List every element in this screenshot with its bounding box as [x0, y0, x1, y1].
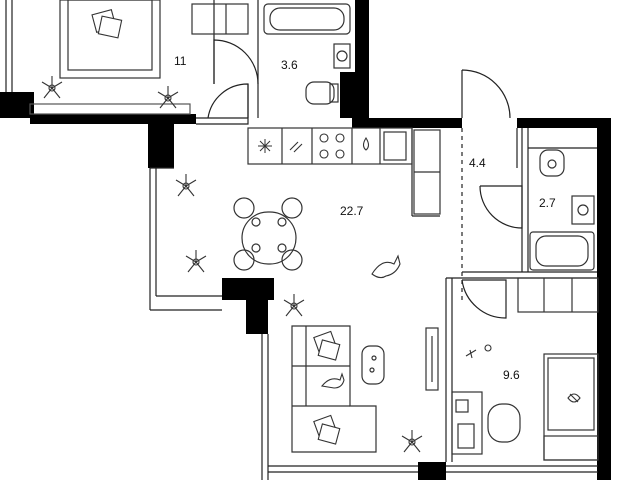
door-bedroom-top — [213, 39, 259, 85]
kitchen-counter — [247, 127, 413, 165]
wall-right — [597, 118, 611, 480]
bed-top — [29, 0, 191, 115]
wardrobe — [413, 129, 441, 215]
toy-icon — [465, 344, 581, 403]
toilet-fixtures — [529, 149, 595, 271]
bath-top — [191, 3, 351, 105]
pillow-icon — [91, 9, 123, 39]
cat-icon — [320, 254, 401, 389]
tv-unit — [425, 327, 439, 391]
flower-icon — [41, 76, 179, 109]
walls — [0, 0, 611, 480]
flower-icon — [175, 174, 423, 453]
dining-table — [233, 197, 303, 271]
wall-bedroom-bottom — [30, 114, 196, 124]
wall-hall-top — [517, 118, 609, 128]
wall-kitchen-top — [352, 118, 462, 128]
wall-bottom-right — [598, 462, 611, 480]
snowflake-icon — [258, 139, 272, 153]
door-toilet — [479, 185, 523, 229]
wall-bottom-mid — [418, 462, 446, 480]
area-label-hallway: 4.4 — [469, 156, 486, 170]
door-bedroom-bottom — [461, 279, 507, 319]
pillow-icon — [313, 330, 341, 445]
bed-bottom — [517, 277, 599, 461]
doors — [196, 39, 523, 319]
wall-column — [222, 278, 274, 300]
sofa — [291, 325, 377, 453]
door-bath-top — [196, 83, 249, 125]
wall-bedroom-corner — [148, 124, 174, 168]
water-drop-icon — [362, 136, 370, 151]
wall-left-top — [0, 92, 34, 118]
area-label-living-kitchen: 22.7 — [340, 204, 364, 218]
area-label-bedroom-top: 11 — [174, 54, 187, 68]
desk — [451, 391, 521, 455]
area-label-toilet: 2.7 — [539, 196, 556, 210]
coffee-table — [361, 345, 385, 385]
wall-bath-mid — [340, 72, 362, 118]
area-label-bedroom-bottom: 9.6 — [503, 368, 520, 382]
wall-column-low — [246, 296, 268, 334]
door-entrance — [461, 69, 511, 119]
cooktop-icon — [289, 133, 345, 159]
partitions — [5, 0, 598, 480]
area-label-bathroom: 3.6 — [281, 58, 298, 72]
